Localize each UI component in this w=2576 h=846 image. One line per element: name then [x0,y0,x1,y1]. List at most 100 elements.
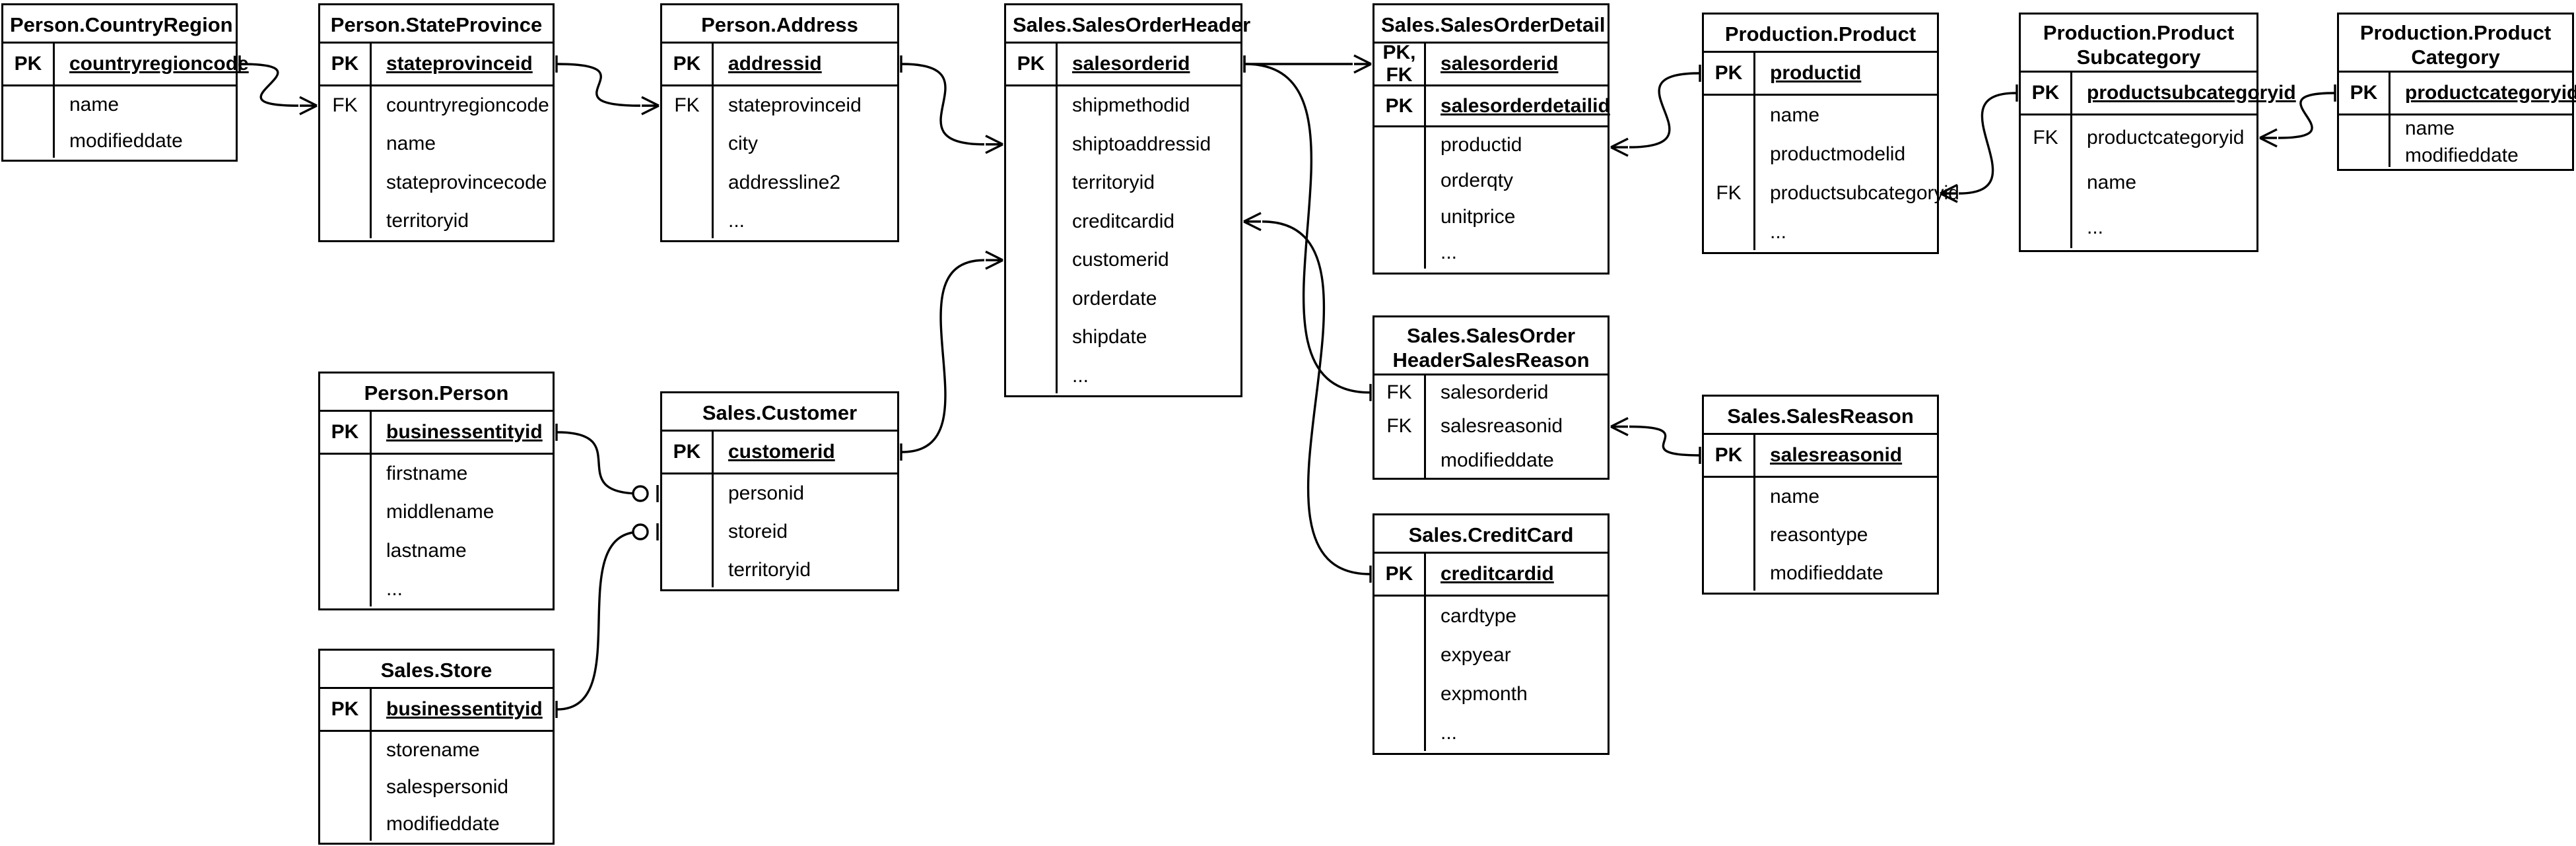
key-marker: PK [1704,435,1755,476]
attribute-name: salespersonid [386,776,509,798]
key-name: salesorderid [1441,53,1559,75]
attribute-marker [1704,96,1753,135]
attribute-name: ... [1441,722,1458,744]
cardinality-many-marker [1243,212,1262,232]
key-marker: PK [3,44,55,84]
attribute-name: expmonth [1441,683,1528,705]
key-marker: PK [2339,73,2390,114]
attribute-name: name [69,93,119,115]
attribute-name: customerid [1072,249,1169,271]
attribute-marker [1006,357,1056,396]
attribute-marker [1006,164,1056,203]
attribute-marker [3,123,53,160]
attribute-name: ... [1770,221,1787,244]
attribute-name: salesreasonid [1441,415,1563,438]
cardinality-many-marker [641,96,660,115]
key-row[interactable]: PK stateprovinceid [320,44,553,84]
entity-title: Production.Product Category [2339,15,2572,73]
key-name: stateprovinceid [386,53,533,75]
cardinality-zero-marker [632,523,649,540]
relationship-line [901,63,985,146]
entity-title: Sales.SalesOrderHeader [1006,5,1250,44]
attribute-name: name [1770,486,1820,507]
attribute-name: shiptoaddressid [1072,133,1211,155]
attribute-marker [320,125,370,163]
attribute-marker [2021,160,2070,205]
entity-title: Sales.CreditCard [1374,515,1608,554]
attribute-name: modifieddate [386,813,500,835]
key-marker: PK [662,432,714,472]
attribute-marker [662,513,712,551]
attribute-marker [1374,235,1424,271]
attribute-name: creditcardid [1072,210,1175,232]
attribute-name: territoryid [728,559,811,581]
attribute-name: lastname [386,539,467,562]
cardinality-many-marker [1610,416,1629,437]
attribute-name: city [728,133,758,155]
attribute-marker [1704,478,1753,516]
attribute-marker [3,86,53,123]
entity-title: Sales.Customer [662,393,897,432]
attribute-name: cardtype [1441,604,1517,627]
attribute-marker: FK [1716,182,1742,205]
attribute-marker [320,732,370,769]
entity-title: Person.StateProvince [320,5,553,44]
attribute-marker: FK [674,94,700,117]
attribute-name: modifieddate [1441,449,1554,472]
key-marker: PK [320,412,372,453]
attribute-name: territoryid [1072,172,1155,194]
attribute-marker [1704,554,1753,593]
attribute-marker [1374,199,1424,235]
attribute-name: territoryid [386,209,469,232]
attribute-marker [662,474,712,513]
key-name: productid [1770,62,1862,84]
entity-title: Sales.Store [320,651,553,689]
key-marker: PK [320,689,372,730]
attribute-name: ... [2087,216,2104,238]
entity-title: Production.Product [1704,15,1937,53]
key-marker: PK [320,44,372,84]
attribute-marker [1374,714,1424,753]
